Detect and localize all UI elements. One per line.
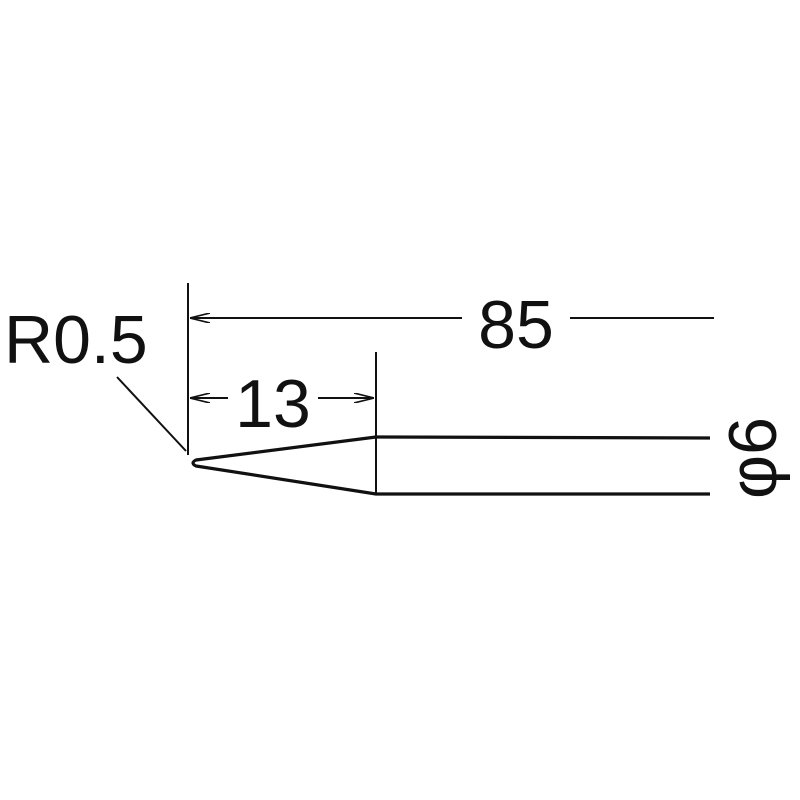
length-13-label: 13 [235, 366, 311, 442]
tip-outline [191, 435, 711, 496]
diameter-label: φ6 [715, 417, 791, 499]
radius-label: R0.5 [4, 302, 148, 378]
radius-leader-line [116, 376, 187, 452]
length-85-label: 85 [478, 287, 554, 363]
